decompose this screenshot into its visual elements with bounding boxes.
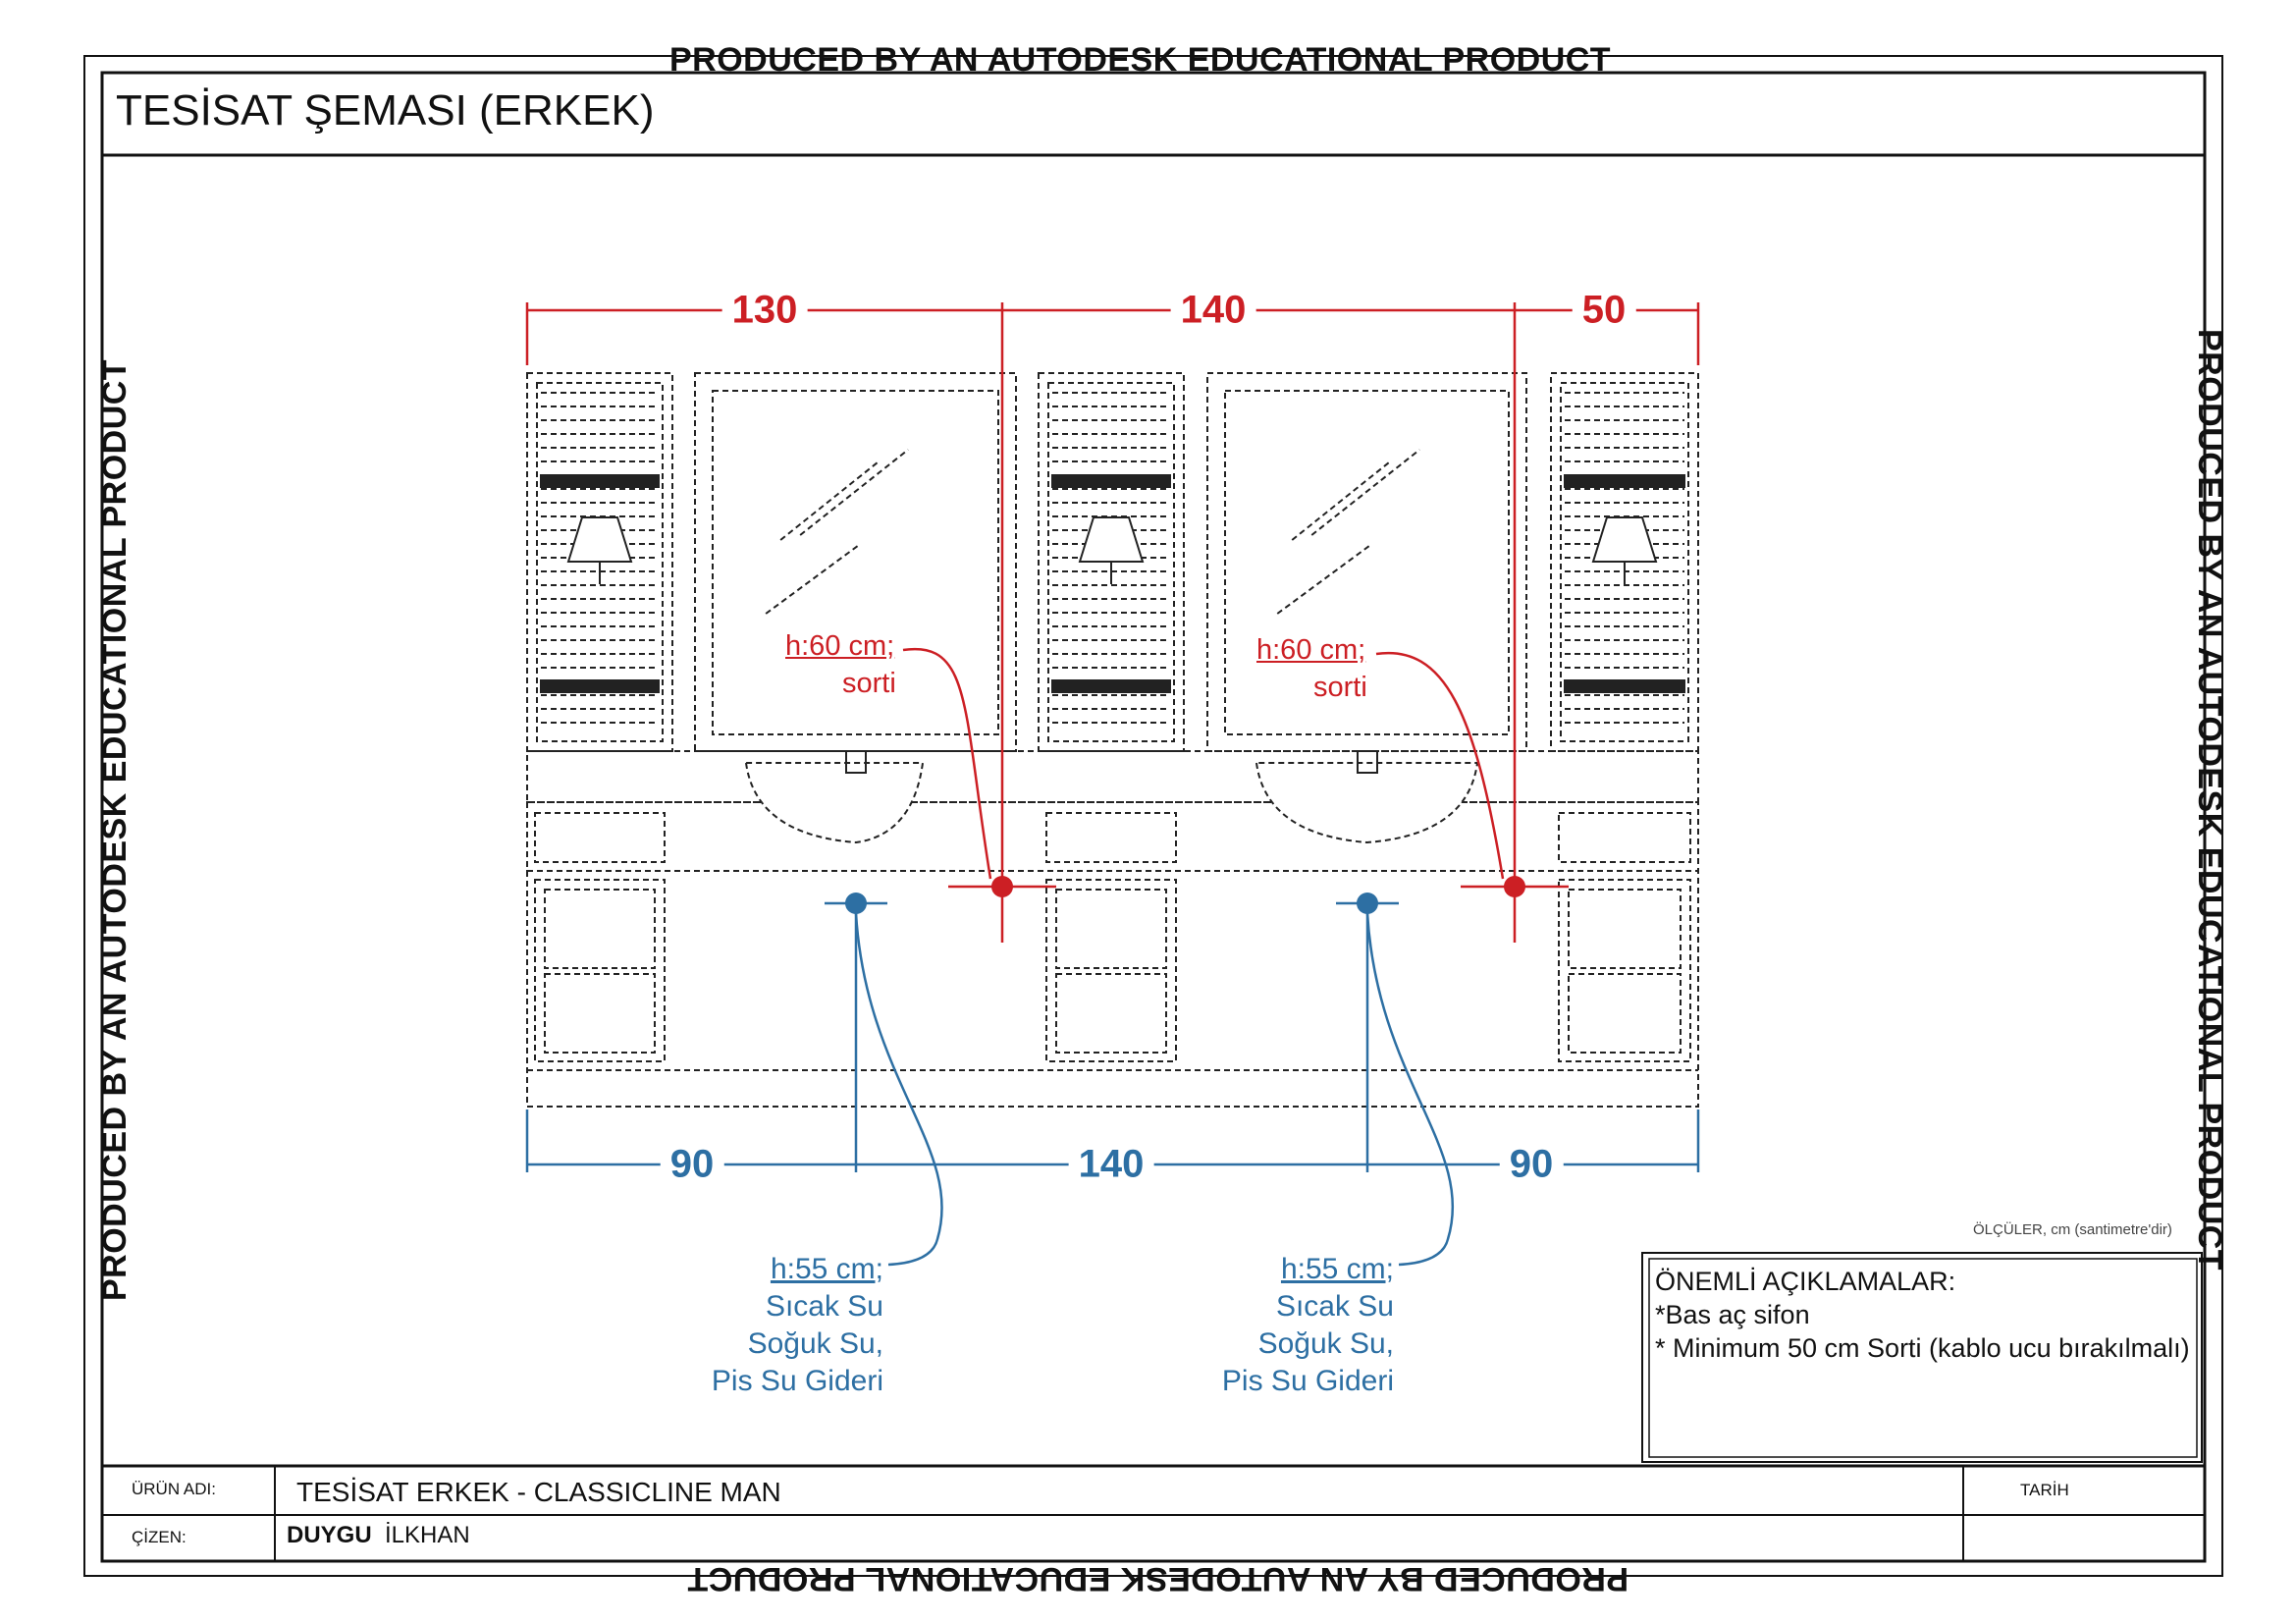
notes-heading: ÖNEMLİ AÇIKLAMALAR: [1655,1267,1956,1296]
dimension-lines [525,302,1700,1172]
water-point [845,893,867,914]
drawer-rail [526,801,1699,872]
water-hot-left: Sıcak Su [765,1290,883,1323]
dim-top-2: 140 [1170,288,1256,333]
drawer-front [534,812,666,863]
water-height-left: h:55 cm; [770,1253,883,1285]
product-value: TESİSAT ERKEK - CLASSICLINE MAN [296,1477,781,1507]
shelf-band [1564,474,1685,488]
door-front [1045,879,1177,1062]
shelf-band [1051,474,1171,488]
water-cold-right: Soğuk Su, [1257,1327,1394,1360]
sorti-leader [902,647,992,880]
mirror-reflection [1291,460,1391,541]
door-panel [1055,973,1167,1054]
watermark-bottom: PRODUCED BY AN AUTODESK EDUCATIONAL PROD… [687,1560,1629,1597]
mirror-reflection [765,544,860,615]
door-front [1558,879,1691,1062]
door-panel [544,889,656,969]
basin [1255,762,1479,844]
faucet [1357,750,1378,774]
faucet [845,750,867,774]
mirror-reflection [1310,449,1420,536]
dim-bottom-1: 90 [660,1142,724,1187]
door-panel [1568,973,1682,1054]
water-drain-left: Pis Su Gideri [711,1365,883,1397]
mirror-reflection [799,449,909,536]
base-cabinets [526,870,1699,1108]
sorti-point [1504,876,1525,897]
drawn-first: DUYGU [287,1522,372,1548]
door-panel [1055,889,1167,969]
tall-cabinet-inner [1047,382,1175,742]
water-leader [1365,912,1455,1267]
lamp-shade [1591,516,1658,563]
sorti-label-right: sorti [1313,672,1367,703]
connection-leaders [825,647,1569,1267]
sorti-height-left: h:60 cm; [785,630,895,662]
date-label: TARİH [2020,1481,2069,1499]
water-drain-right: Pis Su Gideri [1221,1365,1394,1397]
sorti-height-right: h:60 cm; [1256,634,1366,666]
dim-bottom-2: 140 [1068,1142,1154,1187]
water-hot-right: Sıcak Su [1275,1290,1394,1323]
drawer-front [1558,812,1691,863]
drawn-last: İLKHAN [385,1522,470,1548]
mirror-glass [1224,390,1510,735]
basin [744,762,925,844]
drawer-front [1045,812,1177,863]
shelf-band [540,474,660,488]
water-point [1357,893,1378,914]
notes-box: ÖNEMLİ AÇIKLAMALAR: *Bas aç sifon * Mini… [1655,1265,2190,1365]
shelf-band [1564,679,1685,693]
door-panel [544,973,656,1054]
tall-cabinet-inner [536,382,664,742]
tall-cabinet [1038,372,1185,752]
watermark-left: PRODUCED BY AN AUTODESK EDUCATIONAL PROD… [96,358,133,1301]
water-leader [854,912,943,1267]
dim-top-3: 50 [1572,288,1636,333]
page-title: TESİSAT ŞEMASI (ERKEK) [116,86,655,135]
tall-cabinet-inner [1560,382,1689,742]
countertop [526,750,1699,803]
sorti-leader [1375,651,1505,880]
cabinet-elevation [526,372,1699,1108]
water-note-left: h:55 cm; Sıcak Su Soğuk Su, Pis Su Gider… [687,1251,883,1400]
shelf-band [540,679,660,693]
watermark-right: PRODUCED BY AN AUTODESK EDUCATIONAL PROD… [2191,329,2228,1271]
dim-top-1: 130 [721,288,808,333]
tall-cabinet [1550,372,1699,752]
drawn-label: ÇİZEN: [132,1528,187,1546]
tall-cabinet [526,372,673,752]
lamp-shade [566,516,633,563]
mirror-glass [712,390,999,735]
water-cold-left: Soğuk Su, [747,1327,883,1360]
sorti-point [991,876,1013,897]
mirror-reflection [779,460,880,541]
notes-item-2: * Minimum 50 cm Sorti (kablo ucu bırakıl… [1655,1333,2190,1363]
product-label: ÜRÜN ADI: [132,1480,216,1498]
shelf-band [1051,679,1171,693]
door-front [534,879,666,1062]
mirror-reflection [1276,544,1371,615]
sorti-label-left: sorti [842,668,896,699]
water-note-right: h:55 cm; Sıcak Su Soğuk Su, Pis Su Gider… [1198,1251,1394,1400]
water-height-right: h:55 cm; [1280,1253,1394,1285]
door-panel [1568,889,1682,969]
lamp-shade [1078,516,1145,563]
watermark-top: PRODUCED BY AN AUTODESK EDUCATIONAL PROD… [669,41,1612,79]
dim-bottom-3: 90 [1499,1142,1564,1187]
units-note: ÖLÇÜLER, cm (santimetre'dir) [1973,1221,2172,1238]
notes-item-1: *Bas aç sifon [1655,1300,1810,1329]
